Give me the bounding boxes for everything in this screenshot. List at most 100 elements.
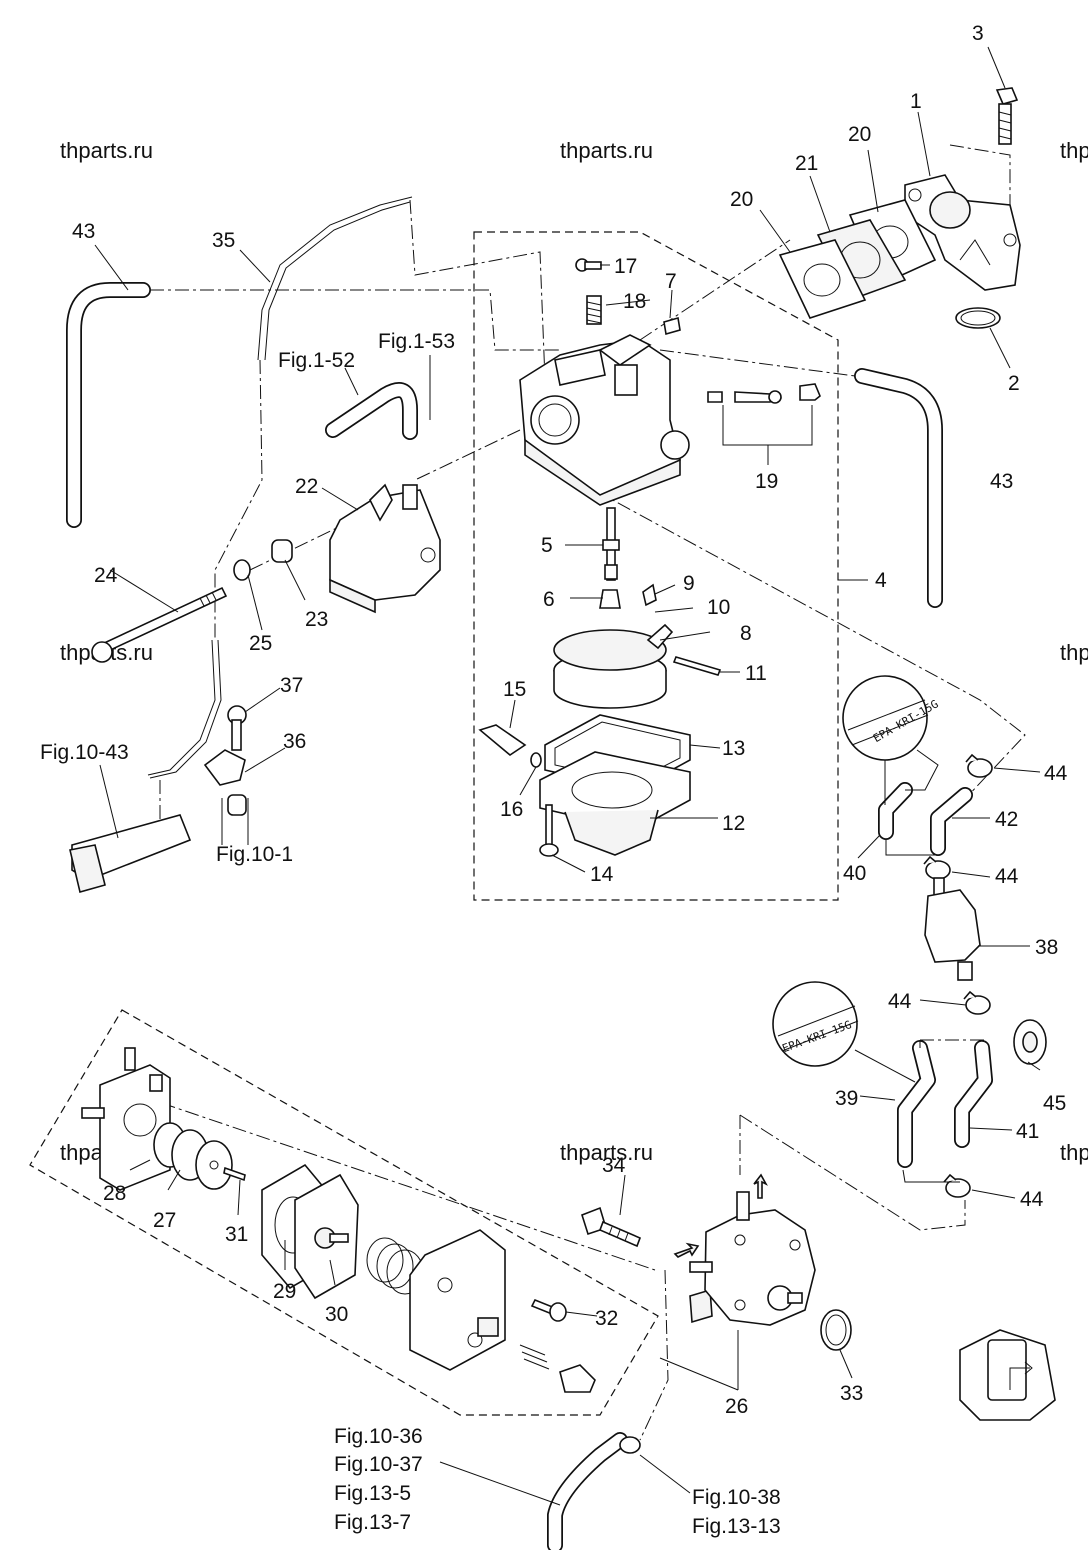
fuel-pump-assembly [689,1191,816,1326]
callout-5: 5 [541,534,553,557]
pump-mounting-bolt [581,1206,642,1248]
callout-7: 7 [665,270,677,293]
callout-27: 27 [153,1209,176,1232]
location-thumbnail [959,1329,1056,1421]
callout-19: 19 [755,470,778,493]
callout-14: 14 [590,863,614,886]
callout-44-d: 44 [1020,1188,1044,1211]
drain-screw [478,724,527,756]
pump-cover [409,1229,506,1371]
float-pin [672,656,722,676]
callout-12: 12 [722,812,745,835]
callout-33: 33 [840,1382,863,1405]
ref-fig-13-5: Fig.13-5 [334,1482,411,1505]
pump-diaphragm [294,1173,359,1300]
callout-45: 45 [1043,1092,1066,1115]
choke-link-rod [257,196,413,361]
carburetor-body [519,334,690,506]
fuel-hose-left [66,282,151,528]
pump-o-ring [820,1309,852,1351]
callout-35: 35 [212,229,235,252]
ref-fig-10-1: Fig.10-1 [216,843,293,866]
fuel-hose-fig-13-5 [547,1432,628,1550]
ref-fig-1-53: Fig.1-53 [378,330,455,353]
carburetor-cover [329,483,441,614]
needle-valve [642,583,657,607]
callout-28: 28 [103,1182,126,1205]
callout-6: 6 [543,588,555,611]
callout-18: 18 [623,290,646,313]
main-jet [599,589,621,609]
callout-41: 41 [1016,1120,1039,1143]
callout-31: 31 [225,1223,248,1246]
manifold-bolt [995,87,1019,145]
float-chamber-screw [539,804,559,857]
fuel-hose-40 [878,782,913,840]
callout-15: 15 [503,678,526,701]
pilot-screw-set [707,383,821,404]
linkage-reference-part [69,814,192,893]
callout-26: 26 [725,1395,748,1418]
callout-25: 25 [249,632,272,655]
collar-reference-part [227,794,247,816]
breather-hose-fig-1-52 [325,382,418,440]
callout-34: 34 [602,1154,626,1177]
fuel-pump-body-kit [81,1047,171,1191]
watermark-text: thp [1060,1140,1088,1165]
float-chamber [539,751,691,856]
ref-fig-10-38: Fig.10-38 [692,1486,781,1509]
hose-grommet [1013,1019,1047,1065]
ref-fig-1-52: Fig.1-52 [278,349,355,372]
ref-fig-10-37: Fig.10-37 [334,1453,423,1476]
callout-1: 1 [910,90,922,113]
epa-stamp-lower: EPA-KRI-15G [772,981,859,1067]
callout-39: 39 [835,1087,858,1110]
flow-arrow-icon [673,1242,700,1258]
callout-40: 40 [843,862,866,885]
callout-numbers: 1 2 3 4 5 6 7 8 9 10 11 12 13 14 15 16 1… [72,22,1068,1418]
figure-references: Fig.1-52 Fig.1-53 Fig.10-43 Fig.10-1 Fig… [40,330,781,1538]
callout-38: 38 [1035,936,1058,959]
flow-arrow-icon [753,1173,768,1199]
callout-22: 22 [295,475,318,498]
pump-cover-screw [530,1298,567,1322]
throttle-screw-spring [586,295,602,325]
fuel-pump-kit-boundary [29,1009,659,1416]
callout-8: 8 [740,622,752,645]
check-valve-spring [519,1344,550,1370]
callout-43-left: 43 [72,220,95,243]
callout-3: 3 [972,22,984,45]
carburetor-float [553,623,674,709]
callout-29: 29 [273,1280,296,1303]
o-ring-inner [960,310,996,326]
callout-30: 30 [325,1303,348,1326]
valve-plate [195,1140,233,1190]
leader-lines [94,46,1041,1506]
callout-44-c: 44 [888,990,912,1013]
fuel-hose-39 [897,1040,936,1168]
main-nozzle [602,507,620,581]
fuel-hose-right [854,368,943,608]
check-valve [559,1364,596,1393]
throttle-link-rod [147,639,222,779]
watermark-text: thparts.ru [560,1140,653,1165]
ref-fig-10-36: Fig.10-36 [334,1425,423,1448]
intake-manifold [904,174,1021,291]
washer [233,559,251,581]
callout-20-upper: 20 [848,123,871,146]
callout-16: 16 [500,798,523,821]
pump-spring [366,1237,424,1295]
ref-fig-13-13: Fig.13-13 [692,1515,781,1538]
ref-fig-13-7: Fig.13-7 [334,1511,411,1534]
fuel-filter [924,877,981,981]
watermark-text: thp [1060,640,1088,665]
callout-44-b: 44 [995,865,1019,888]
link-clamp [203,749,246,786]
hose-clamp [619,1436,641,1454]
callout-11: 11 [745,662,767,685]
link-clamp-screw [227,705,247,751]
callout-37: 37 [280,674,303,697]
hose-clamp [943,1173,971,1198]
